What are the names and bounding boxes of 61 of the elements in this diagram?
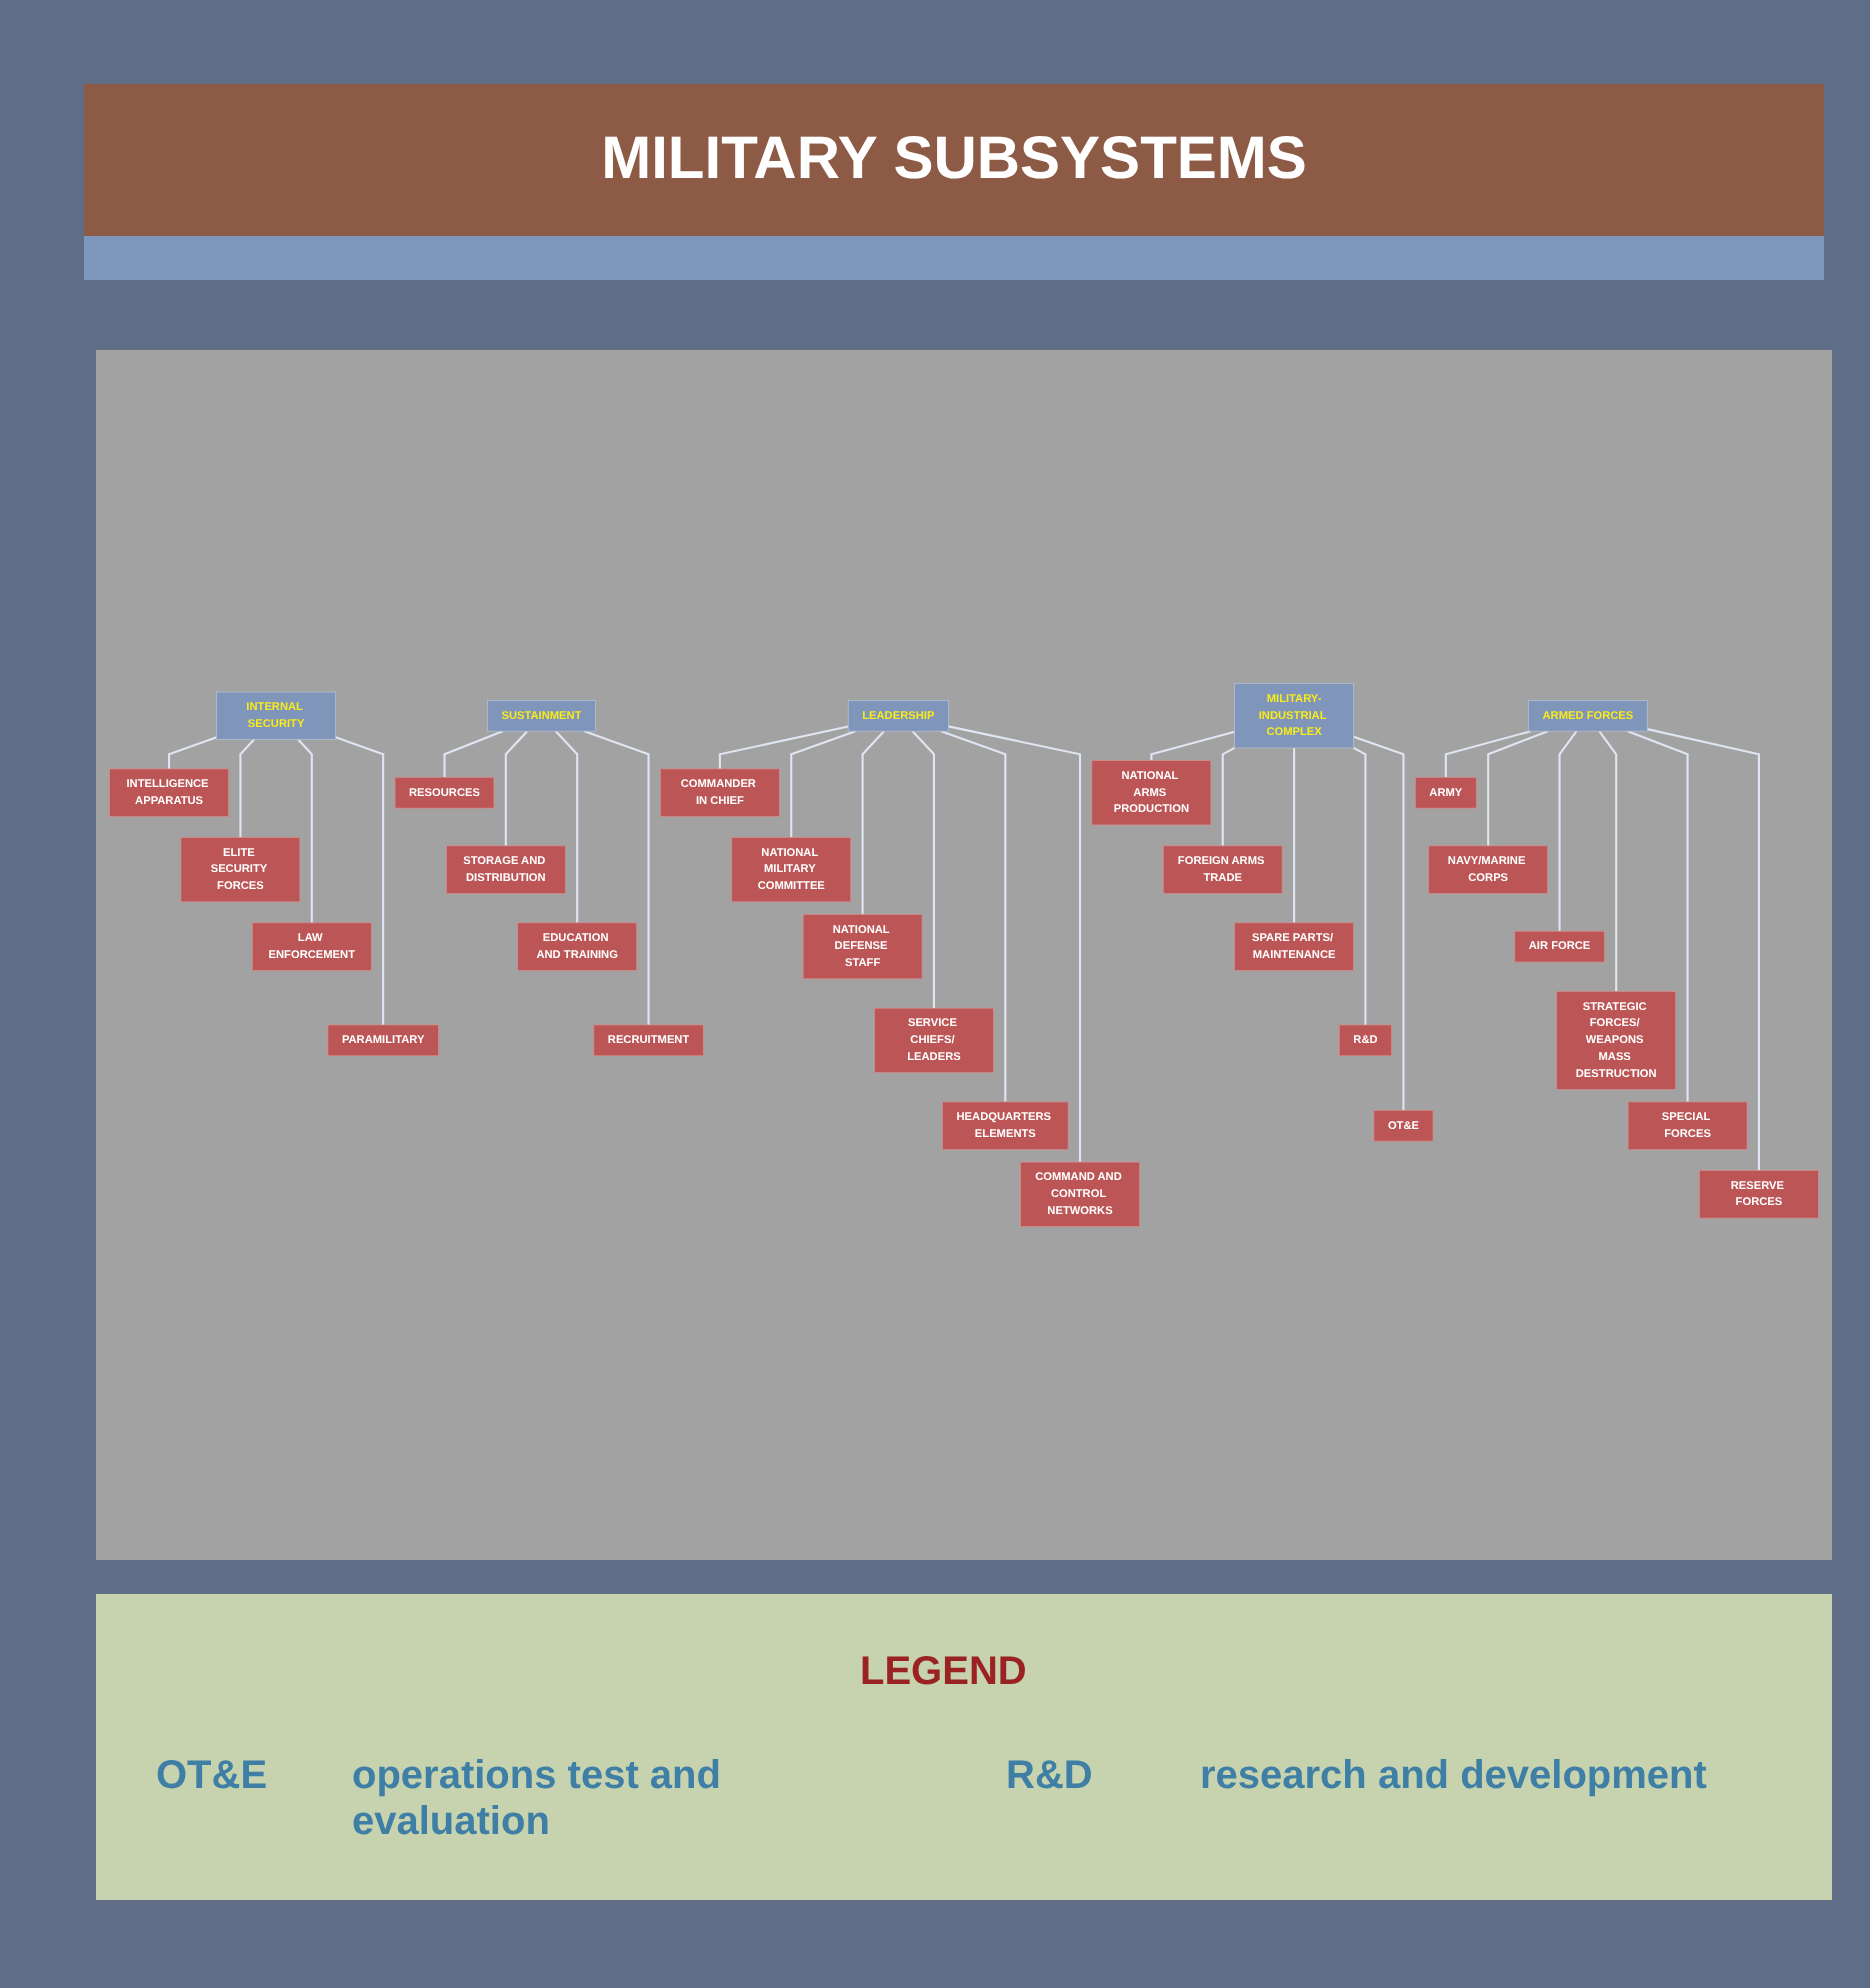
node-box (1415, 776, 1477, 809)
definition: research and development (1200, 1754, 1707, 1800)
connector (1627, 730, 1689, 1102)
connector (718, 725, 849, 769)
connector (948, 725, 1082, 1163)
node-box (1234, 922, 1354, 971)
connector (239, 738, 255, 838)
connector (790, 730, 856, 838)
node-box (874, 1007, 994, 1073)
connector (1487, 730, 1549, 846)
node-box (1627, 1101, 1748, 1150)
connector (555, 730, 579, 923)
connector (168, 736, 217, 769)
node-box (1556, 991, 1676, 1090)
node-box (1162, 845, 1283, 894)
node-box (660, 768, 780, 817)
connector (911, 730, 935, 1009)
title-banner: MILITARY SUBSYSTEMS (84, 84, 1824, 236)
node-box (847, 700, 949, 732)
node-box (593, 1024, 704, 1057)
node-box (942, 1101, 1069, 1150)
connector (583, 730, 650, 1025)
node-box (394, 776, 495, 809)
connector (1353, 746, 1367, 1025)
definition: operations test and evaluation (352, 1754, 723, 1846)
connector (335, 736, 385, 1025)
node-box (1373, 1109, 1434, 1142)
connector (940, 730, 1007, 1102)
node-box (802, 914, 923, 980)
node-box (1091, 760, 1212, 826)
node-box (517, 922, 637, 971)
node-box (327, 1024, 439, 1057)
connector (1444, 730, 1532, 778)
connector (1558, 730, 1578, 932)
node-box (1234, 683, 1354, 749)
abbreviation: OT&E (156, 1754, 268, 1800)
node-box (216, 691, 336, 740)
node-box (1428, 845, 1548, 894)
connector (1150, 730, 1235, 761)
connector (1353, 735, 1405, 1111)
legend-heading: LEGEND (860, 1650, 1027, 1696)
node-box (1339, 1024, 1392, 1057)
node-box (1699, 1170, 1819, 1219)
connector (504, 730, 528, 846)
node-box (109, 768, 229, 817)
connector (1647, 728, 1760, 1171)
abbreviation: R&D (1006, 1754, 1093, 1800)
node-box (446, 845, 566, 894)
connector (443, 730, 504, 778)
connector (1293, 747, 1296, 923)
node-box (1020, 1161, 1140, 1227)
connector (297, 738, 313, 923)
connector (861, 730, 885, 915)
node-box (252, 922, 372, 971)
connector (1598, 730, 1618, 992)
node-box (487, 700, 596, 732)
node-box (731, 837, 852, 903)
node-box (1514, 930, 1605, 963)
node-box (180, 837, 301, 903)
connector (1221, 746, 1236, 846)
node-box (1528, 700, 1648, 732)
